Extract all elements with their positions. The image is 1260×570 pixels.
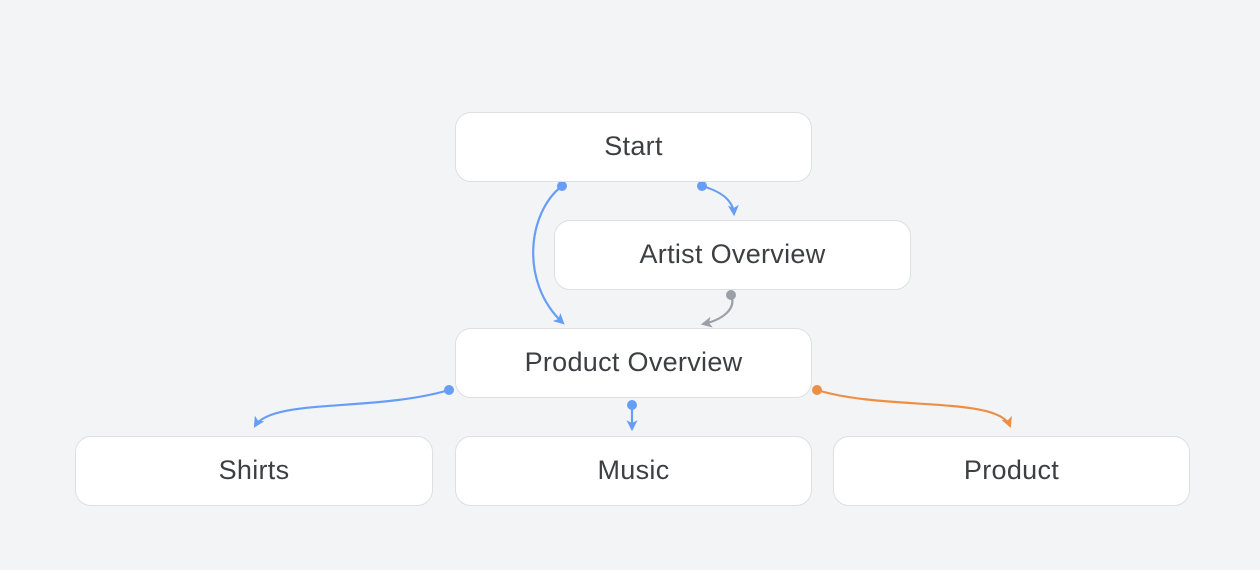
node-shirts[interactable]: Shirts (75, 436, 433, 506)
edge-source-dot-start-to-artist-overview[interactable] (697, 181, 707, 191)
node-artist-overview[interactable]: Artist Overview (554, 220, 911, 290)
node-product[interactable]: Product (833, 436, 1190, 506)
edge-artist-overview-to-product-overview[interactable] (700, 294, 734, 328)
node-shirts-label: Shirts (218, 454, 290, 485)
node-start-label: Start (604, 130, 663, 161)
node-music[interactable]: Music (455, 436, 812, 506)
edge-source-dot-product-overview-to-product[interactable] (812, 385, 822, 395)
edge-source-dot-artist-overview-to-product-overview[interactable] (726, 290, 736, 300)
edge-product-overview-to-product[interactable] (816, 388, 1012, 429)
node-start[interactable]: Start (455, 112, 812, 182)
node-product-overview-label: Product Overview (524, 346, 743, 377)
node-artist-overview-label: Artist Overview (639, 238, 826, 269)
edge-source-dot-start-to-product-overview[interactable] (557, 181, 567, 191)
node-music-label: Music (597, 454, 670, 485)
edge-start-to-artist-overview[interactable] (701, 184, 739, 217)
edge-product-overview-to-shirts[interactable] (253, 388, 450, 428)
edge-source-dot-product-overview-to-shirts[interactable] (444, 385, 454, 395)
node-product-label: Product (963, 454, 1060, 485)
node-product-overview[interactable]: Product Overview (455, 328, 812, 398)
edge-source-dot-product-overview-to-music[interactable] (627, 400, 637, 410)
